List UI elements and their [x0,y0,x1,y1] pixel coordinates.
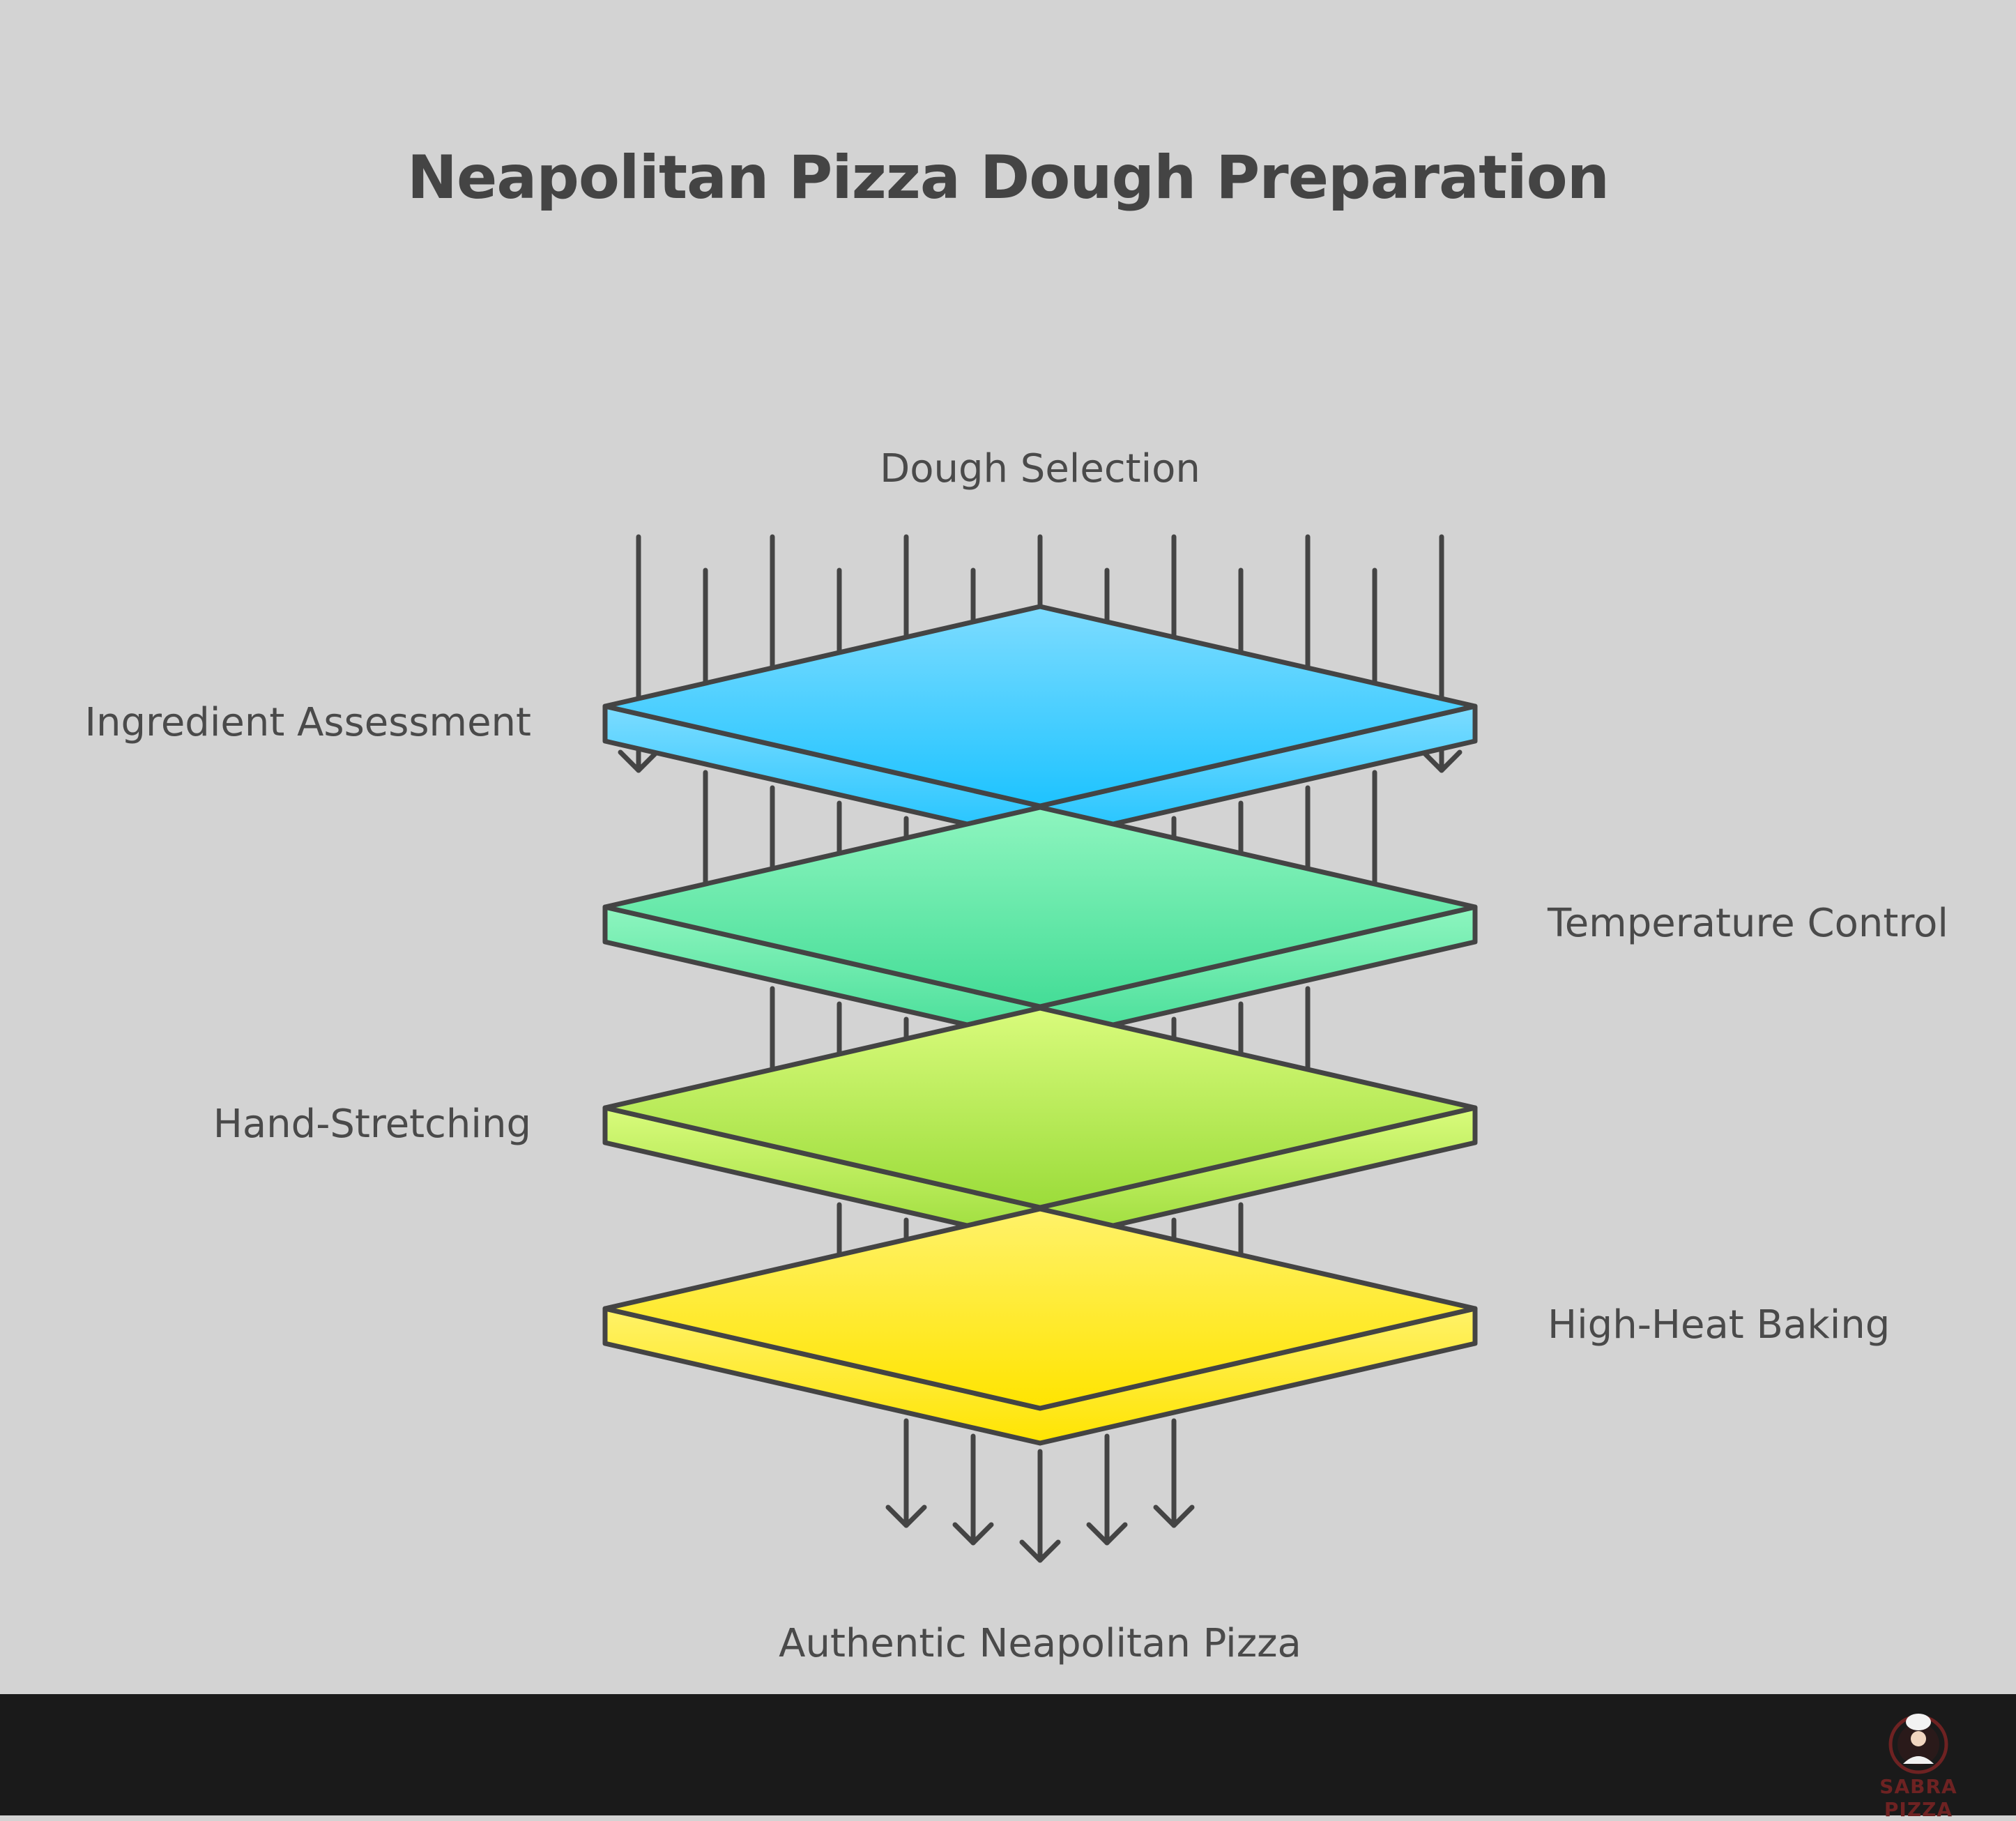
layer-plate-4 [602,1206,1478,1446]
label-authentic-neapolitan-pizza: Authentic Neapolitan Pizza [779,1621,1301,1666]
arrow-4-3 [1086,1433,1128,1546]
arrow-4-1 [952,1433,994,1546]
label-temperature-control: Temperature Control [1548,901,1948,946]
chef-icon [1888,1714,1948,1774]
arrow-4-2 [1019,1449,1061,1563]
label-dough-selection: Dough Selection [880,446,1200,492]
brand-logo: SABRA PIZZA [1842,1708,1995,1821]
arrow-4-0 [885,1418,927,1528]
arrow-4-4 [1153,1418,1195,1528]
diagram-title: Neapolitan Pizza Dough Preparation [407,143,1610,213]
label-high-heat-baking: High-Heat Baking [1548,1302,1891,1348]
footer-bar: SABRA PIZZA [0,1694,2016,1821]
brand-name: SABRA PIZZA [1879,1775,1957,1821]
label-hand-stretching: Hand-Stretching [213,1102,531,1147]
label-ingredient-assessment: Ingredient Assessment [84,700,531,745]
layer-stack-diagram [602,534,1478,1563]
